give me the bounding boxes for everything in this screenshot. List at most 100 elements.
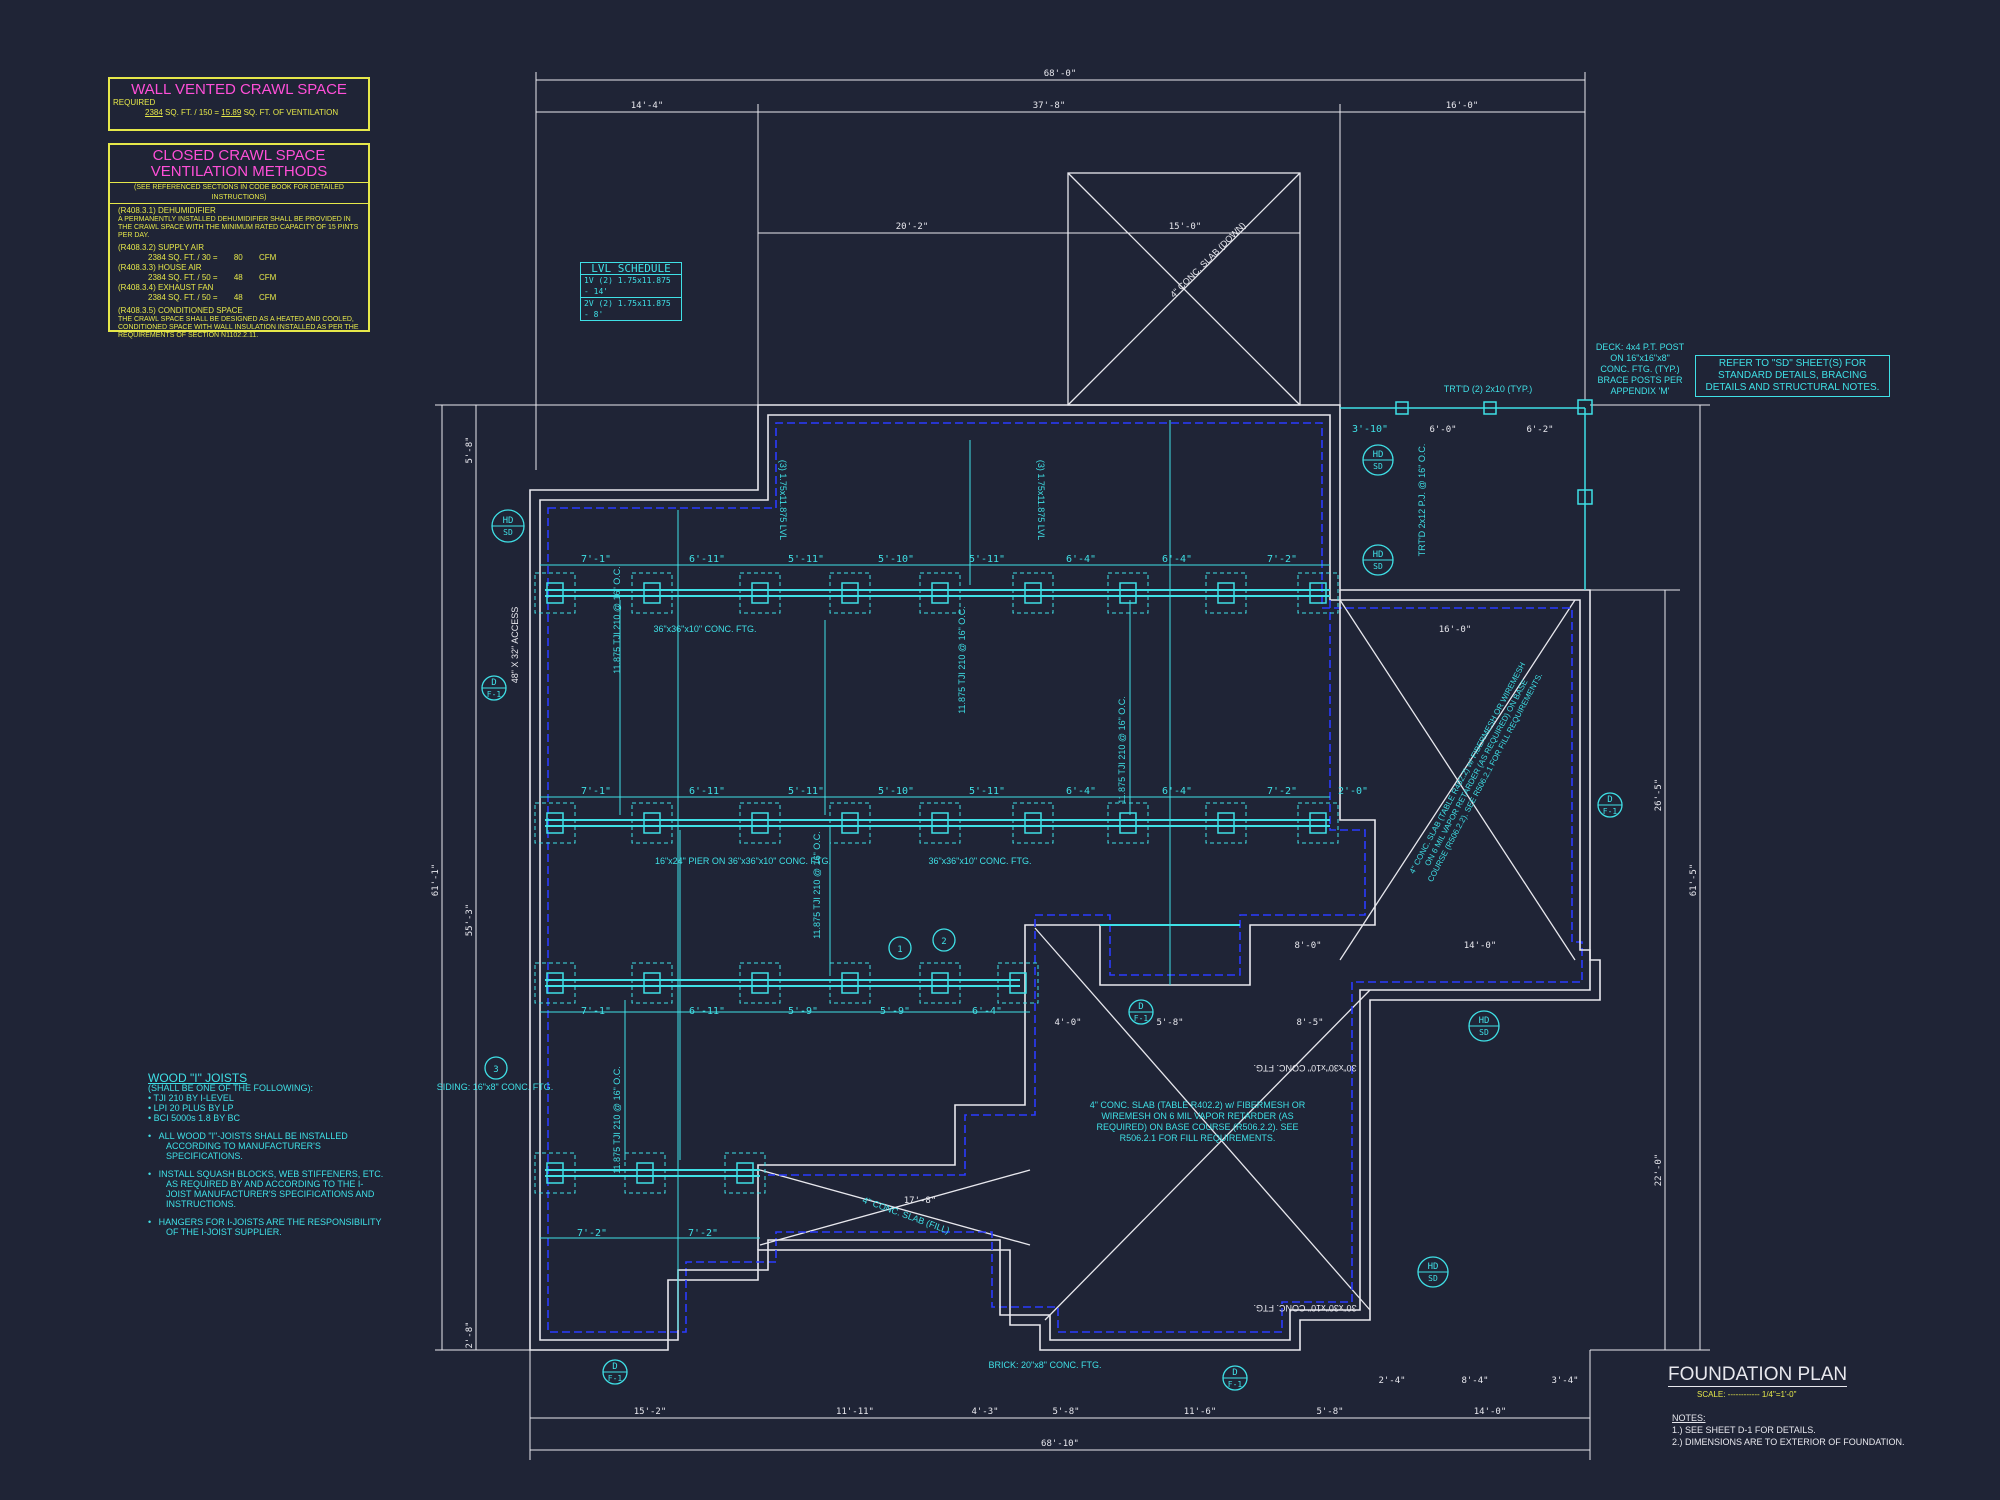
footing-dashed — [631, 572, 673, 614]
ftg-30-label-2: 30"x30"x10" CONC. FTG. — [1253, 1303, 1356, 1313]
pier — [643, 812, 661, 834]
bottom-overall-text: 68'-10" — [1041, 1439, 1079, 1449]
main-slab-diag — [1044, 989, 1371, 1321]
lvl-schedule: LVL SCHEDULE 1V (2) 1.75x11.875 - 14' 2V… — [580, 262, 682, 321]
house-calc: 2384 SQ. FT. / 50 = 48 CFM — [148, 273, 360, 283]
vented-crawl-title: WALL VENTED CRAWL SPACE — [131, 81, 347, 98]
footing-dashed — [1107, 802, 1149, 844]
detail-bubble-bottom: F-1 — [608, 1374, 623, 1383]
inner-dim-2: 15'-0" — [1169, 222, 1202, 232]
lvl-row-2: 2V (2) 1.75x11.875 - 8' — [581, 297, 681, 320]
porch-dim-7: 17'-8" — [904, 1196, 937, 1206]
left-dim-top: 5'-8" — [465, 436, 475, 463]
footing-dashed — [739, 802, 781, 844]
footing-dashed — [1107, 572, 1149, 614]
row-b-dim-2: 6'-11" — [689, 786, 725, 797]
footing-dashed — [997, 962, 1039, 1004]
deck-post — [1483, 401, 1497, 415]
vented-crawl-box: WALL VENTED CRAWL SPACE REQUIRED 2384 SQ… — [108, 77, 370, 131]
bubble-1 — [888, 936, 912, 960]
deck-dim-2: 6'-0" — [1429, 425, 1456, 435]
dehum-text: A PERMANENTLY INSTALLED DEHUMIDIFIER SHA… — [118, 216, 359, 239]
deck-post — [1577, 399, 1593, 415]
dim-text: 68'-0"14'-4"37'-8"16'-0"20'-2"15'-0"68'-… — [431, 69, 1699, 1449]
ftg-30-label-1: 30"x30"x10" CONC. FTG. — [1253, 1063, 1356, 1073]
closed-crawl-subtitle: (SEE REFERENCED SECTIONS IN CODE BOOK FO… — [110, 182, 368, 204]
access-label: 48" X 32" ACCESS — [510, 607, 520, 683]
footing-dashed — [919, 962, 961, 1004]
cond-text: THE CRAWL SPACE SHALL BE DESIGNED AS A H… — [118, 316, 359, 339]
girder-lines — [545, 589, 1330, 1177]
deck-area — [1340, 399, 1593, 590]
hd-bubble-top: HD — [1479, 1016, 1490, 1026]
house-formula: SQ. FT. / 50 = — [168, 273, 218, 282]
pier — [841, 972, 859, 994]
trtd-pj-label: TRT'D 2x12 P.J. @ 16" O.C. — [1417, 444, 1427, 557]
deck-post — [1395, 401, 1409, 415]
porch-slab-text: 4" CONC. SLAB (TABLE R402.2) w/ FIBERMES… — [1407, 660, 1545, 884]
notes-title: NOTES: — [1672, 1413, 1706, 1423]
row-b-dim-7: 6'-4" — [1162, 786, 1192, 797]
left-dim-1: 55'-3" — [465, 904, 475, 937]
top-dim-2: 37'-8" — [1033, 101, 1066, 111]
vent-formula-1: SQ. FT. / 150 = — [165, 108, 220, 117]
hd-bubble-bottom: SD — [1373, 462, 1383, 471]
garage-diag — [1339, 599, 1576, 961]
main-slab-diag — [1034, 927, 1371, 1311]
porch-dim-2: 14'-0" — [1464, 941, 1497, 951]
pier — [751, 582, 769, 604]
footing-dashed — [919, 572, 961, 614]
ftg-36b-label: 36"x36"x10" CONC. FTG. — [928, 856, 1031, 866]
hd-bubble-top: HD — [1428, 1262, 1439, 1272]
right-overall-text: 61'-5" — [1689, 864, 1699, 897]
footing-dashed — [631, 802, 673, 844]
lvl-vert-2: (3) 1.75x11.875 LVL — [1036, 460, 1046, 540]
notes-block: NOTES: 1.) SEE SHEET D-1 FOR DETAILS. 2.… — [1672, 1412, 1905, 1448]
porch-dim-9: 8'-4" — [1461, 1376, 1488, 1386]
footing-dashed — [1297, 572, 1339, 614]
bubbles: HDSDHDSDHDSDHDSDHDSDDF-1DF-1DF-1DF-1DF-1… — [481, 444, 1623, 1391]
hd-bubble-bottom: SD — [1428, 1274, 1438, 1283]
porch-dim-1: 16'-0" — [1439, 625, 1472, 635]
tji-label-4: 11.875 TJI 210 @ 16" O.C. — [812, 831, 822, 939]
porch-dim-8: 2'-4" — [1378, 1376, 1405, 1386]
footing-dashed — [534, 962, 576, 1004]
right-dim-2: 22'-0" — [1654, 1154, 1664, 1187]
siding-label: SIDING: 16"x8" CONC. FTG. — [437, 1082, 553, 1092]
slab-top-label: 4" CONC. SLAB (DOWN) — [1168, 220, 1247, 299]
row-a-dim-6: 6'-4" — [1066, 554, 1096, 565]
row-c-dim-1: 7'-1" — [581, 1006, 611, 1017]
joist-note-3-text: HANGERS FOR I-JOISTS ARE THE RESPONSIBIL… — [158, 1217, 382, 1237]
footing-dashed — [534, 572, 576, 614]
pier — [546, 582, 564, 604]
footing-dashed — [739, 962, 781, 1004]
note-1: 1.) SEE SHEET D-1 FOR DETAILS. — [1672, 1425, 1816, 1435]
brick-label: BRICK: 20"x8" CONC. FTG. — [989, 1360, 1102, 1370]
lvl-title: LVL SCHEDULE — [591, 262, 671, 275]
top-dim-3: 16'-0" — [1446, 101, 1479, 111]
pier — [736, 1162, 754, 1184]
row-a-dim-4: 5'-10" — [878, 554, 914, 565]
required-label: REQUIRED — [113, 98, 156, 107]
detail-bubble-top: D — [612, 1362, 617, 1372]
joist-item-2: • LPI 20 PLUS BY LP — [148, 1103, 234, 1113]
row-a-dim-5: 5'-11" — [969, 554, 1005, 565]
tji-label-1: 11.875 TJI 210 @ 16" O.C. — [612, 566, 622, 674]
detail-bubble-top: D — [1232, 1368, 1237, 1378]
house-heading: (R408.3.3) HOUSE AIR — [118, 263, 202, 272]
pier — [931, 812, 949, 834]
closed-crawl-title-2: VENTILATION METHODS — [150, 163, 328, 180]
bottom-dim-5: 11'-6" — [1184, 1407, 1217, 1417]
row-c-dim-2: 6'-11" — [689, 1006, 725, 1017]
tji-label-5: 11.875 TJI 210 @ 16" O.C. — [612, 1066, 622, 1174]
footing-dashed — [534, 1152, 576, 1194]
footing-dashed — [739, 572, 781, 614]
pier — [1119, 812, 1137, 834]
note-2: 2.) DIMENSIONS ARE TO EXTERIOR OF FOUNDA… — [1672, 1437, 1905, 1447]
top-dim-1: 14'-4" — [631, 101, 664, 111]
pier — [1119, 582, 1137, 604]
row-b-dim-9: 2'-0" — [1338, 786, 1368, 797]
porch-dim-10: 3'-4" — [1551, 1376, 1578, 1386]
bottom-dim-4: 5'-8" — [1052, 1407, 1079, 1417]
row-c-dim-5: 6'-4" — [972, 1006, 1002, 1017]
